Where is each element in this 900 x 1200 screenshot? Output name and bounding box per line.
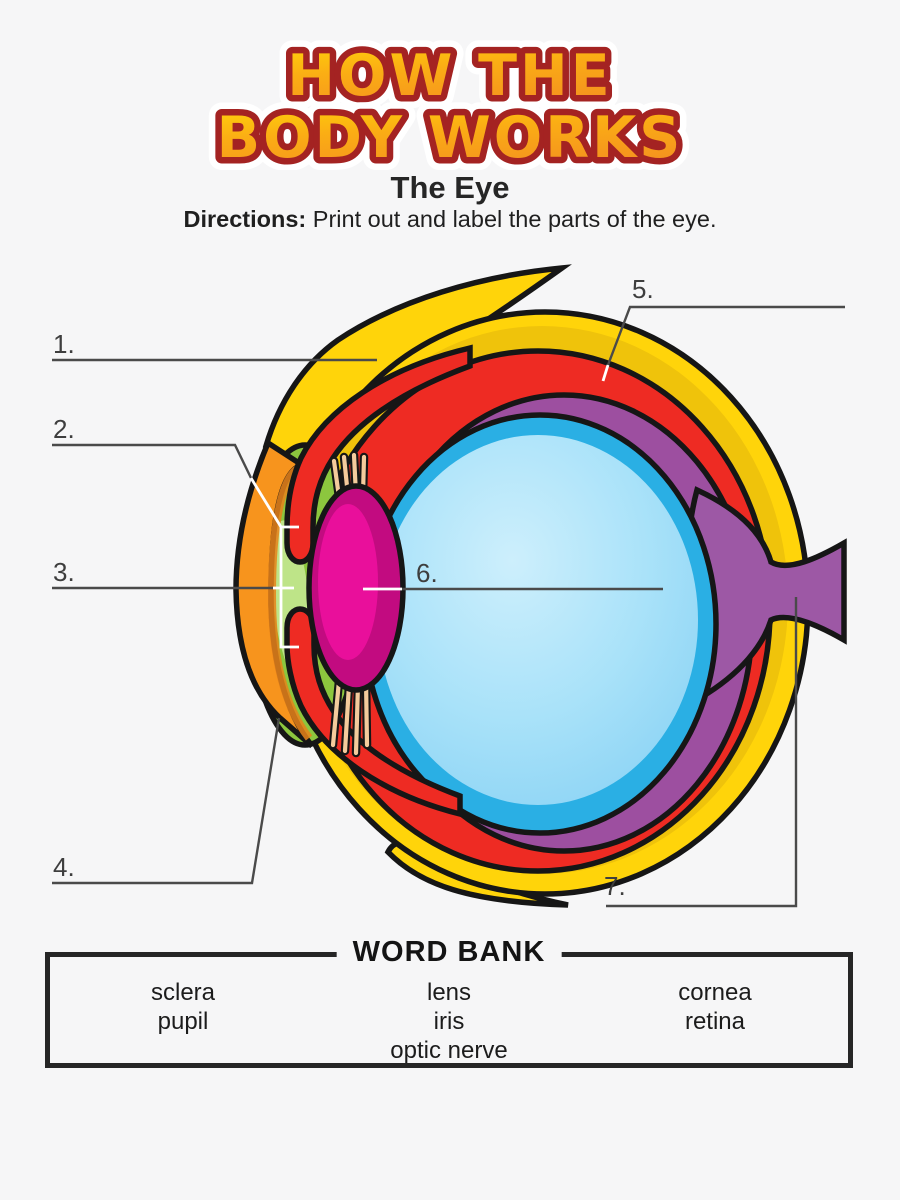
callout-4-line	[52, 717, 281, 885]
callout-1-number: 1.	[53, 329, 75, 359]
callout-2-line	[52, 443, 253, 479]
callout-1: 1.	[52, 329, 377, 362]
vitreous-body	[378, 435, 698, 805]
callout-3: 3.	[52, 557, 294, 590]
logo-line1: HOW THE	[287, 43, 612, 109]
page-title: The Eye	[390, 170, 510, 205]
callout-6-number: 6.	[416, 558, 438, 588]
callout-4: 4.	[52, 717, 281, 885]
word-bank-term: pupil	[157, 1008, 209, 1035]
callout-5: 5.	[601, 274, 845, 382]
callout-5-line-tip	[601, 364, 610, 382]
ciliary-fibers-top	[329, 450, 369, 502]
lens-highlight	[318, 504, 378, 660]
directions-label: Directions:	[183, 206, 307, 232]
directions: Directions: Print out and label the part…	[0, 206, 900, 233]
word-bank-column-2: lens iris optic nerve	[316, 978, 582, 1065]
word-bank: WORD BANK sclera pupil lens iris optic n…	[45, 936, 853, 1068]
eye-diagram: 1. 2. 3. 4. 5. 6. 7.	[52, 264, 847, 908]
callout-7-number: 7.	[604, 871, 626, 901]
word-bank-term: lens	[426, 979, 472, 1006]
word-bank-column-1: sclera pupil	[50, 978, 316, 1065]
ciliary-fibers-bottom	[328, 674, 372, 758]
word-bank-term: iris	[433, 1008, 465, 1035]
word-bank-title: WORD BANK	[336, 936, 562, 969]
word-bank-column-3: cornea retina	[582, 978, 848, 1065]
directions-text: Print out and label the parts of the eye…	[306, 206, 717, 232]
logo: HOW THE HOW THE BODY WORKS BODY WORKS	[204, 40, 694, 170]
callout-7: 7.	[604, 597, 798, 908]
word-bank-columns: sclera pupil lens iris optic nerve corne…	[50, 957, 848, 1065]
callout-4-number: 4.	[53, 852, 75, 882]
callout-5-line	[606, 305, 845, 366]
callout-2-number: 2.	[53, 414, 75, 444]
logo-line2: BODY WORKS	[217, 105, 684, 170]
word-bank-term: optic nerve	[390, 1037, 508, 1064]
callout-7-line	[606, 597, 798, 908]
iris-upper	[284, 344, 473, 565]
logo-line1-halo: HOW THE	[287, 43, 612, 109]
callout-6: 6.	[363, 558, 663, 591]
callout-3-number: 3.	[53, 557, 75, 587]
cornea-inner-shade	[267, 464, 313, 741]
word-bank-term: cornea	[678, 979, 752, 1006]
word-bank-term: retina	[684, 1008, 746, 1035]
logo-line2-halo: BODY WORKS	[217, 105, 684, 170]
callout-5-number: 5.	[632, 274, 654, 304]
word-bank-term: sclera	[150, 979, 216, 1006]
